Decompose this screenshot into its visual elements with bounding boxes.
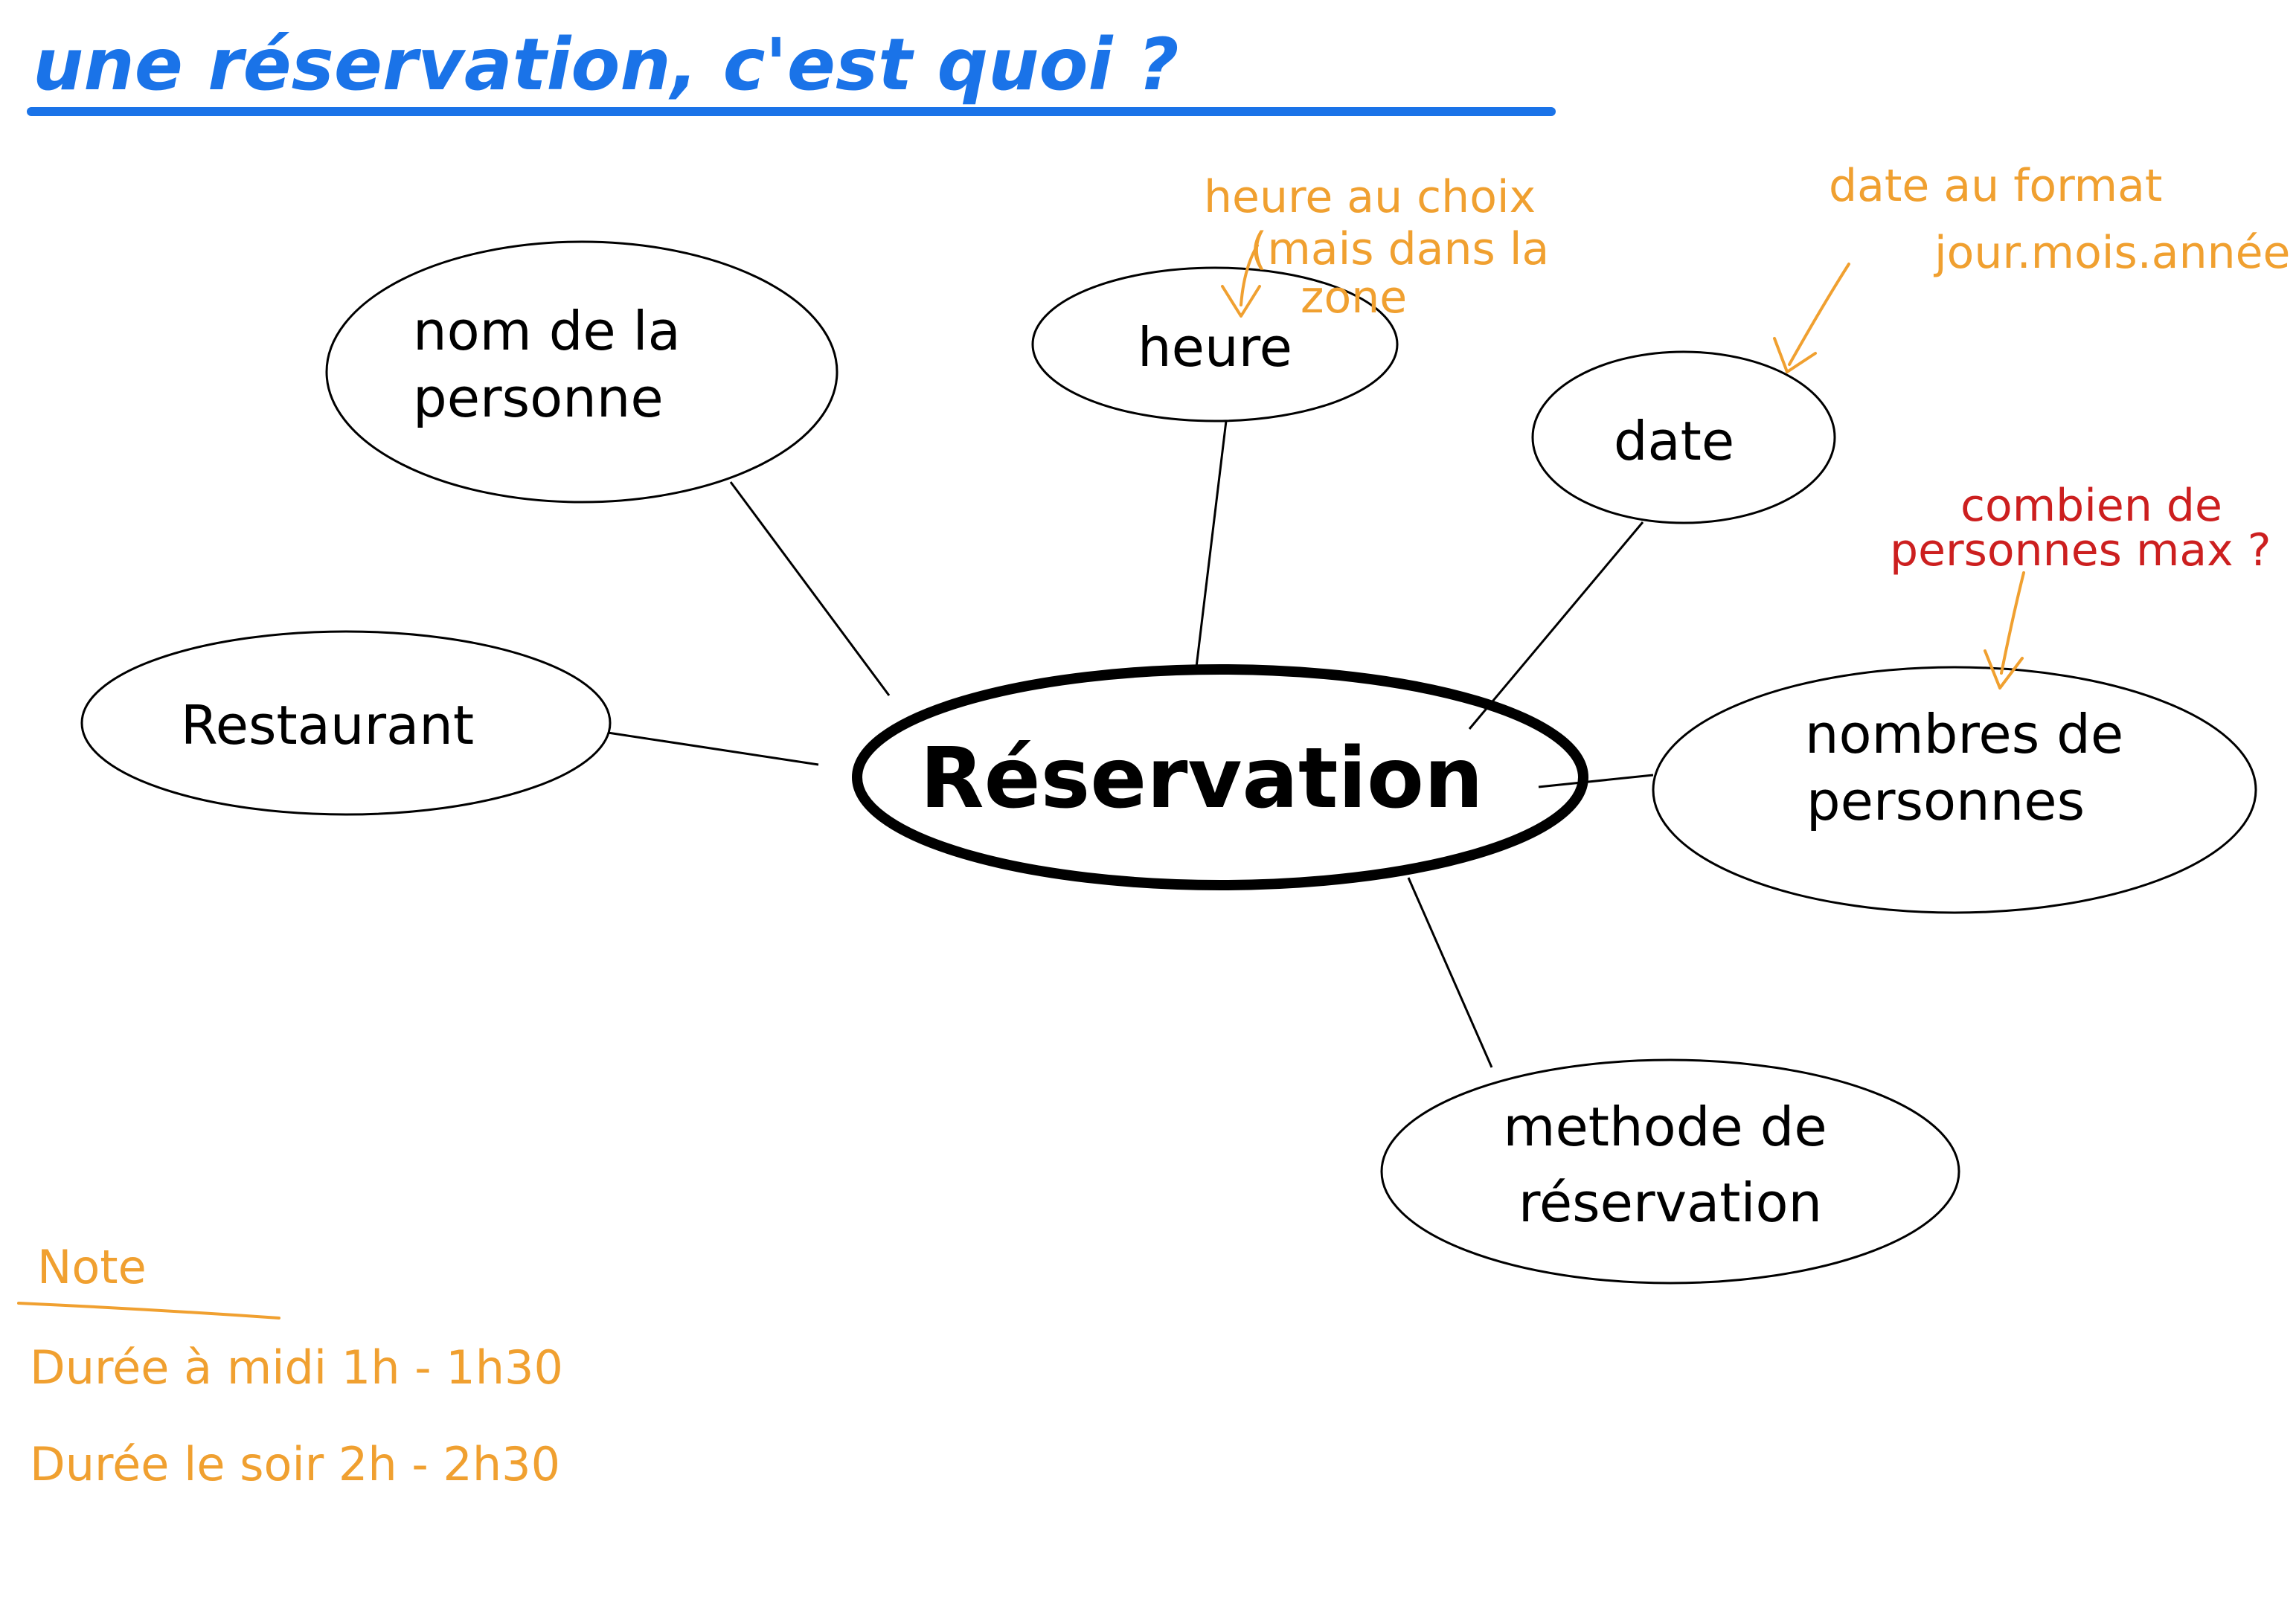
node-ellipse xyxy=(1380,1058,1960,1285)
note-heading: Note xyxy=(37,1240,147,1294)
note-line: Durée le soir 2h - 2h30 xyxy=(30,1437,560,1491)
node-label: Restaurant xyxy=(181,694,474,756)
connector-heure xyxy=(1194,420,1228,674)
arrow-icon xyxy=(1984,571,2025,690)
annotation-personnes: combien de personnes max ? xyxy=(1890,480,2271,690)
connector-date xyxy=(1468,521,1644,730)
node-label: réservation xyxy=(1519,1172,1822,1234)
connector-nom xyxy=(729,481,891,696)
note-block: Note Durée à midi 1h - 1h30 Durée le soi… xyxy=(17,1240,563,1491)
annotation-line: (mais dans la xyxy=(1250,223,1549,275)
title: une réservation, c'est quoi ? xyxy=(27,23,1556,116)
connectors xyxy=(607,420,1654,1068)
arrow-icon xyxy=(1773,263,1850,373)
annotation-line: date au format xyxy=(1829,160,2162,212)
annotation-date: date au format jour.mois.année xyxy=(1773,160,2290,373)
node-heure: heure xyxy=(1031,266,1399,422)
connector-restaurant xyxy=(607,731,819,766)
annotation-line: heure au choix xyxy=(1204,171,1536,223)
node-reservation-center: Réservation xyxy=(852,664,1588,890)
node-nombres-de-personnes: nombres de personnes xyxy=(1652,666,2257,914)
annotation-line: zone xyxy=(1301,271,1407,324)
connector-methode xyxy=(1407,877,1493,1068)
node-date: date xyxy=(1531,350,1836,524)
connector-nombres xyxy=(1538,774,1654,788)
arrow-icon xyxy=(1221,244,1261,318)
node-label: personne xyxy=(413,367,664,429)
node-label: personnes xyxy=(1806,770,2085,832)
node-label: nombres de xyxy=(1805,703,2123,765)
node-ellipse xyxy=(1031,266,1399,422)
node-ellipse xyxy=(325,240,838,504)
annotation-line: jour.mois.année xyxy=(1933,227,2290,279)
annotation-line: personnes max ? xyxy=(1890,524,2271,576)
note-underline xyxy=(17,1302,280,1320)
node-nom-de-la-personne: nom de la personne xyxy=(325,240,838,504)
node-label: heure xyxy=(1138,316,1292,379)
note-line: Durée à midi 1h - 1h30 xyxy=(30,1340,563,1395)
node-label: methode de xyxy=(1503,1096,1827,1158)
node-ellipse xyxy=(1531,350,1836,524)
node-ellipse xyxy=(80,630,612,816)
annotation-heure: heure au choix (mais dans la zone xyxy=(1204,171,1549,324)
node-label: nom de la xyxy=(413,300,681,362)
node-restaurant: Restaurant xyxy=(80,630,612,816)
node-methode-de-reservation: methode de réservation xyxy=(1380,1058,1960,1285)
title-text: une réservation, c'est quoi ? xyxy=(33,23,1179,106)
center-ellipse xyxy=(852,664,1588,890)
node-ellipse xyxy=(1652,666,2257,914)
center-label: Réservation xyxy=(920,730,1483,827)
node-label: date xyxy=(1614,410,1734,472)
annotation-line: combien de xyxy=(1960,480,2222,532)
